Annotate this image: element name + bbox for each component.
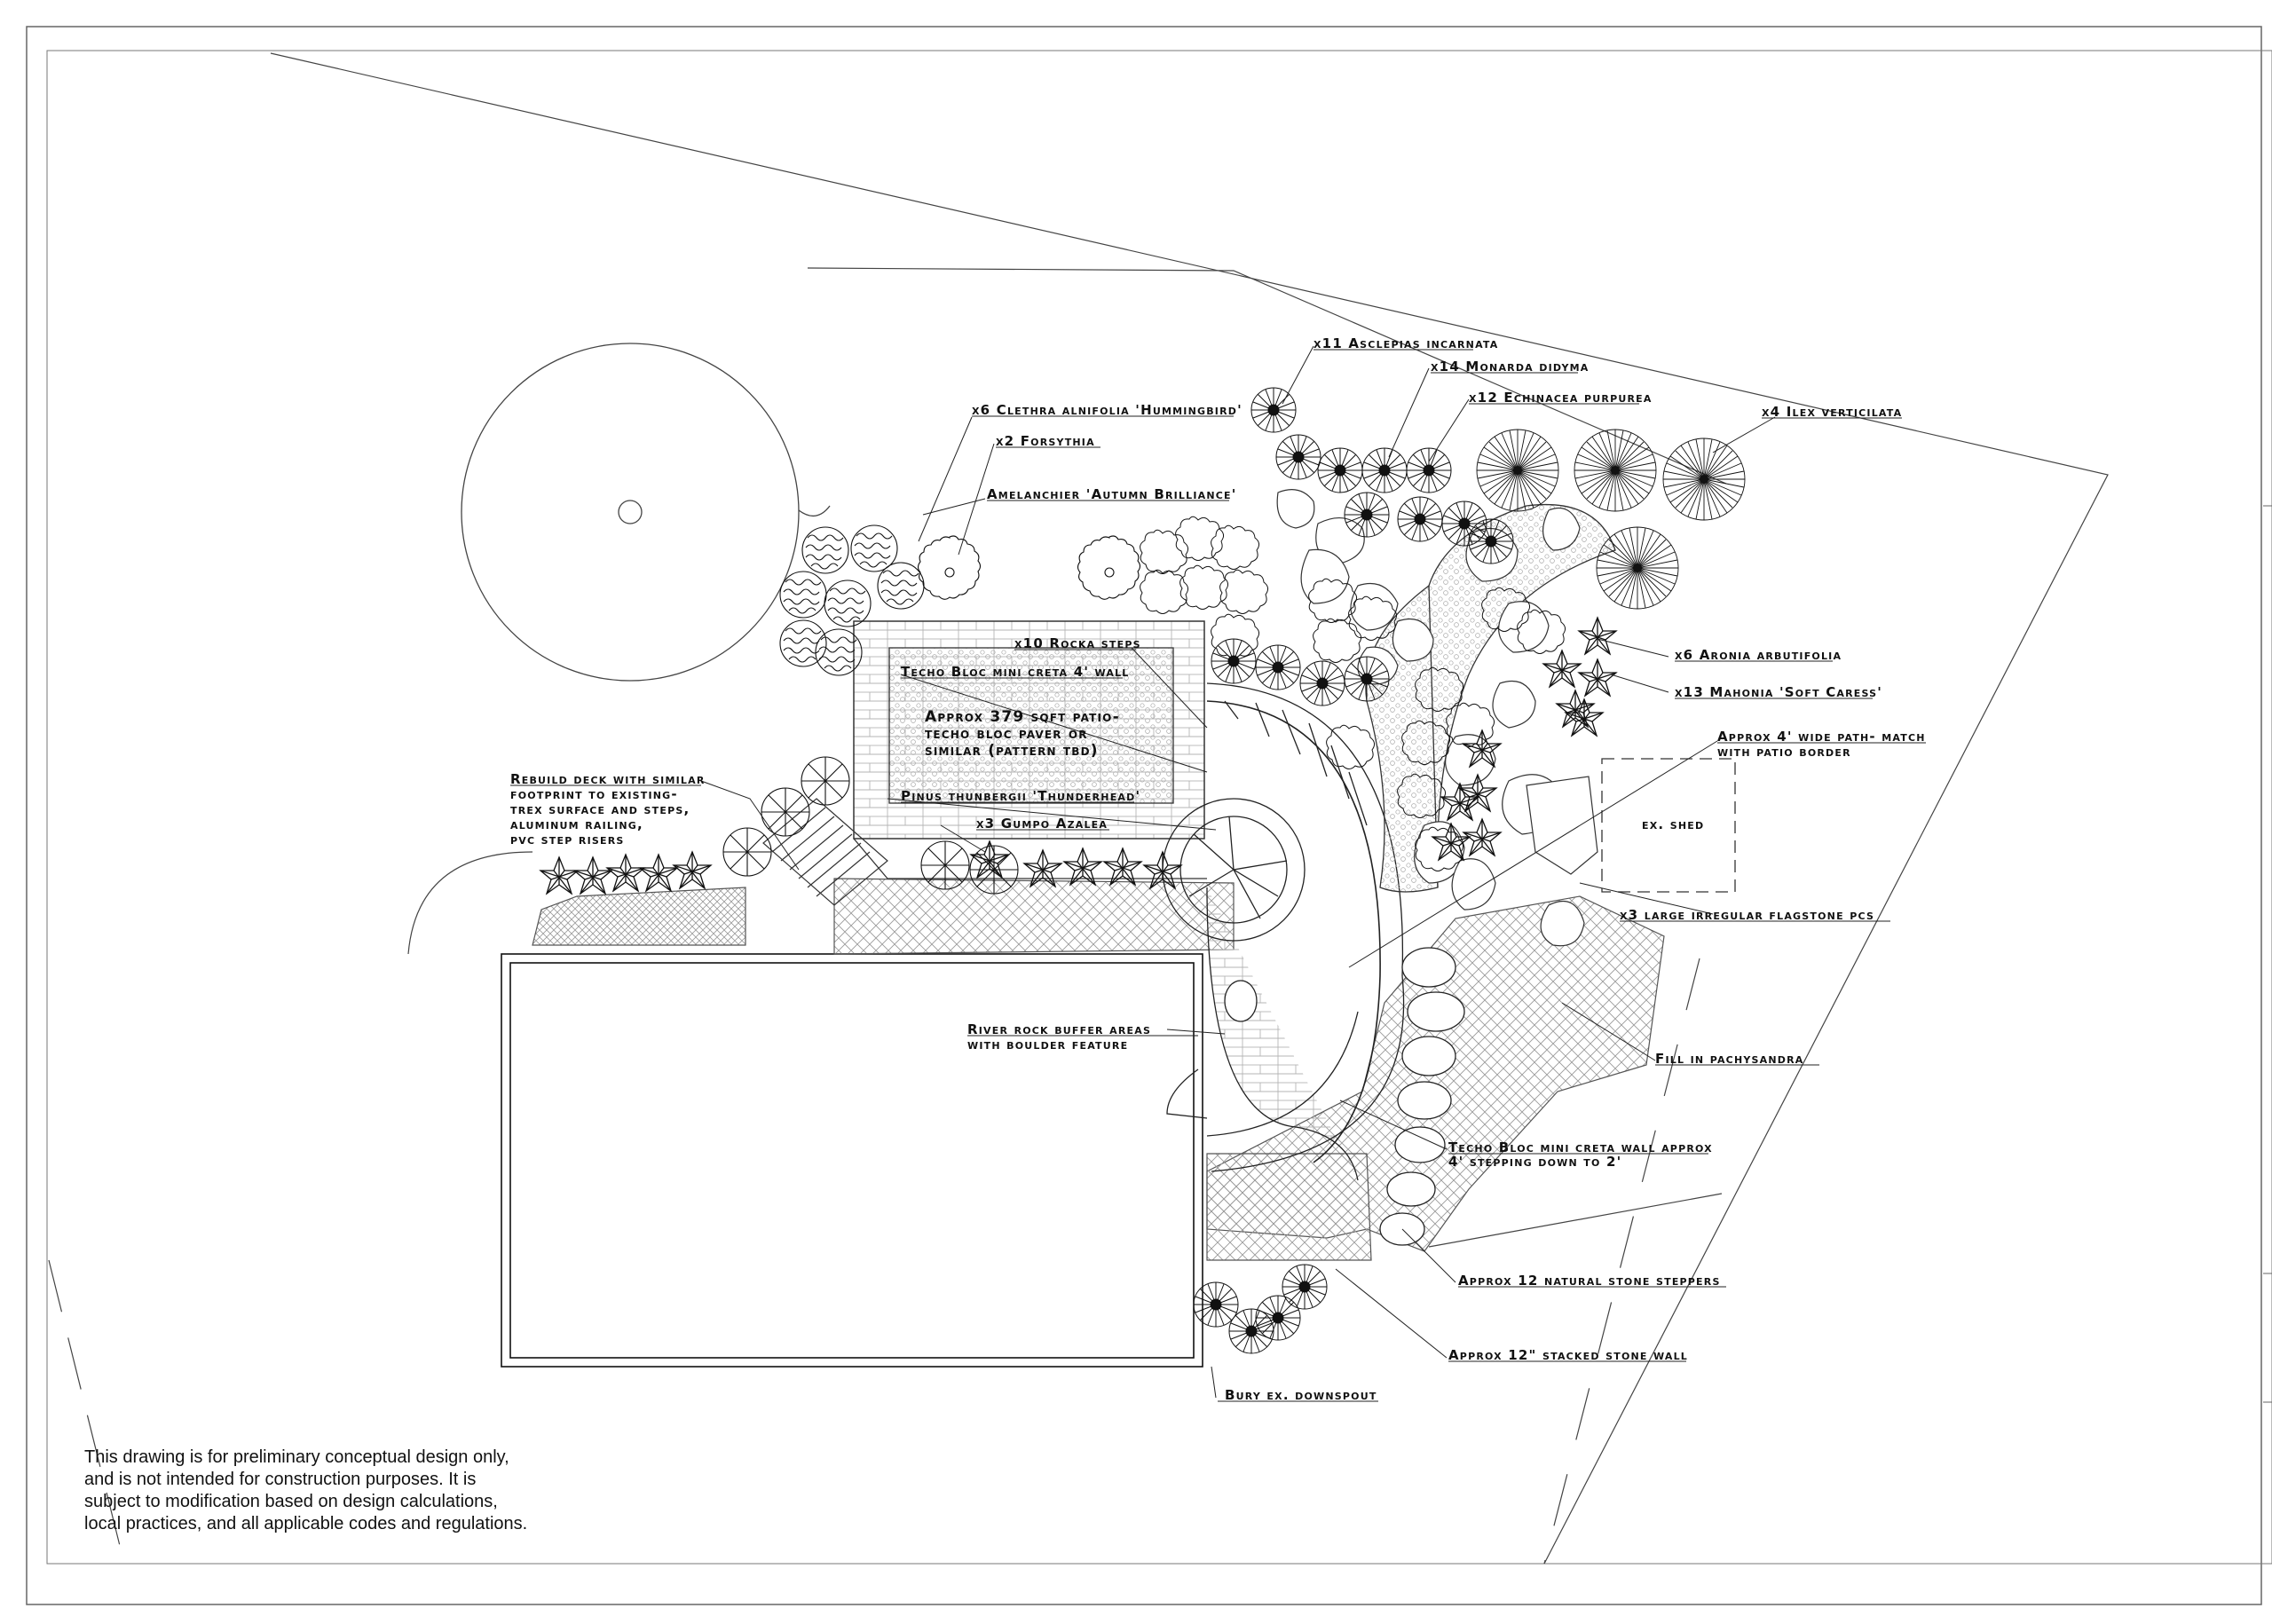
label-river-rock-line1: River rock buffer areas [967,1021,1151,1037]
leader-lines [700,345,1776,1399]
label-techo-wall-4: Techo Bloc mini creta 4' wall [901,664,1130,680]
label-deck-line2: footprint to existing- [510,786,678,802]
deck-steps [762,798,888,906]
inner-frame [46,50,2272,1565]
label-ilex: x4 Ilex verticilata [1762,404,1902,420]
label-aronia: x6 Aronia arbutifolia [1675,647,1842,663]
label-flagstone: x3 large irregular flagstone pcs [1620,907,1874,923]
label-techo-wall-step-line2: 4' stepping down to 2' [1448,1154,1621,1170]
label-river-rock-line2: with boulder feature [967,1037,1128,1052]
label-path-line2: with patio border [1717,744,1851,760]
label-mahonia: x13 Mahonia 'Soft Caress' [1675,684,1882,700]
label-asclepias: x11 Asclepias incarnata [1314,335,1499,351]
label-patio-line1: Approx 379 sqft patio- [925,708,1120,726]
disclaimer-line: and is not intended for construction pur… [84,1470,477,1489]
label-pinus: Pinus thunbergii 'Thunderhead' [901,788,1140,804]
house-footprint [501,953,1203,1368]
lawn-edge [407,851,533,955]
label-gumpo: x3 Gumpo Azalea [976,816,1108,832]
label-patio-line3: similar (pattern tbd) [925,742,1099,760]
label-deck-line4: aluminum railing, [510,816,643,832]
existing-tree-canopy [461,343,831,682]
label-path-line1: Approx 4' wide path- match [1717,729,1926,745]
label-echinacea: x12 Echinacea purpurea [1469,390,1653,406]
amelanchier-trees [917,535,1141,600]
sheet-edge-ticks [2263,505,2272,1403]
label-clethra: x6 Clethra alnifolia 'Hummingbird' [972,402,1242,418]
label-deck-line1: Rebuild deck with similar [510,771,706,787]
disclaimer-note: This drawing is for preliminary conceptu… [84,1447,635,1535]
label-shed: ex. shed [1642,816,1704,832]
label-rocka-steps: x10 Rocka steps [1014,635,1141,651]
property-lines [48,52,2109,1565]
label-forsythia: x2 Forsythia [996,433,1095,449]
label-pachysandra: Fill in pachysandra [1655,1051,1803,1067]
label-steppers: Approx 12 natural stone steppers [1458,1273,1721,1289]
disclaimer-line: This drawing is for preliminary conceptu… [84,1447,509,1467]
outer-frame [26,26,2262,1605]
disclaimer-line: subject to modification based on design … [84,1492,498,1511]
disclaimer-line: local practices, and all applicable code… [84,1514,528,1533]
label-deck-line5: pvc step risers [510,832,625,847]
plan-labels: x11 Asclepias incarnata x14 Monarda didy… [510,335,1926,1403]
pachysandra-beds [532,878,1665,1261]
label-techo-wall-step-line1: Techo Bloc mini creta wall approx [1448,1139,1713,1155]
curved-steps-wall [1162,682,1405,1181]
stone-steppers [1224,947,1465,1246]
label-amelanchier: Amelanchier 'Autumn Brilliance' [987,486,1237,502]
label-monarda: x14 Monarda didyma [1431,359,1590,374]
label-downspout: Bury ex. downspout [1225,1387,1377,1403]
label-deck-line3: trex surface and steps, [510,801,690,817]
label-patio-line2: techo bloc paver or [925,725,1088,743]
existing-shed [1601,758,1736,893]
label-stacked-wall: Approx 12" stacked stone wall [1448,1347,1688,1363]
